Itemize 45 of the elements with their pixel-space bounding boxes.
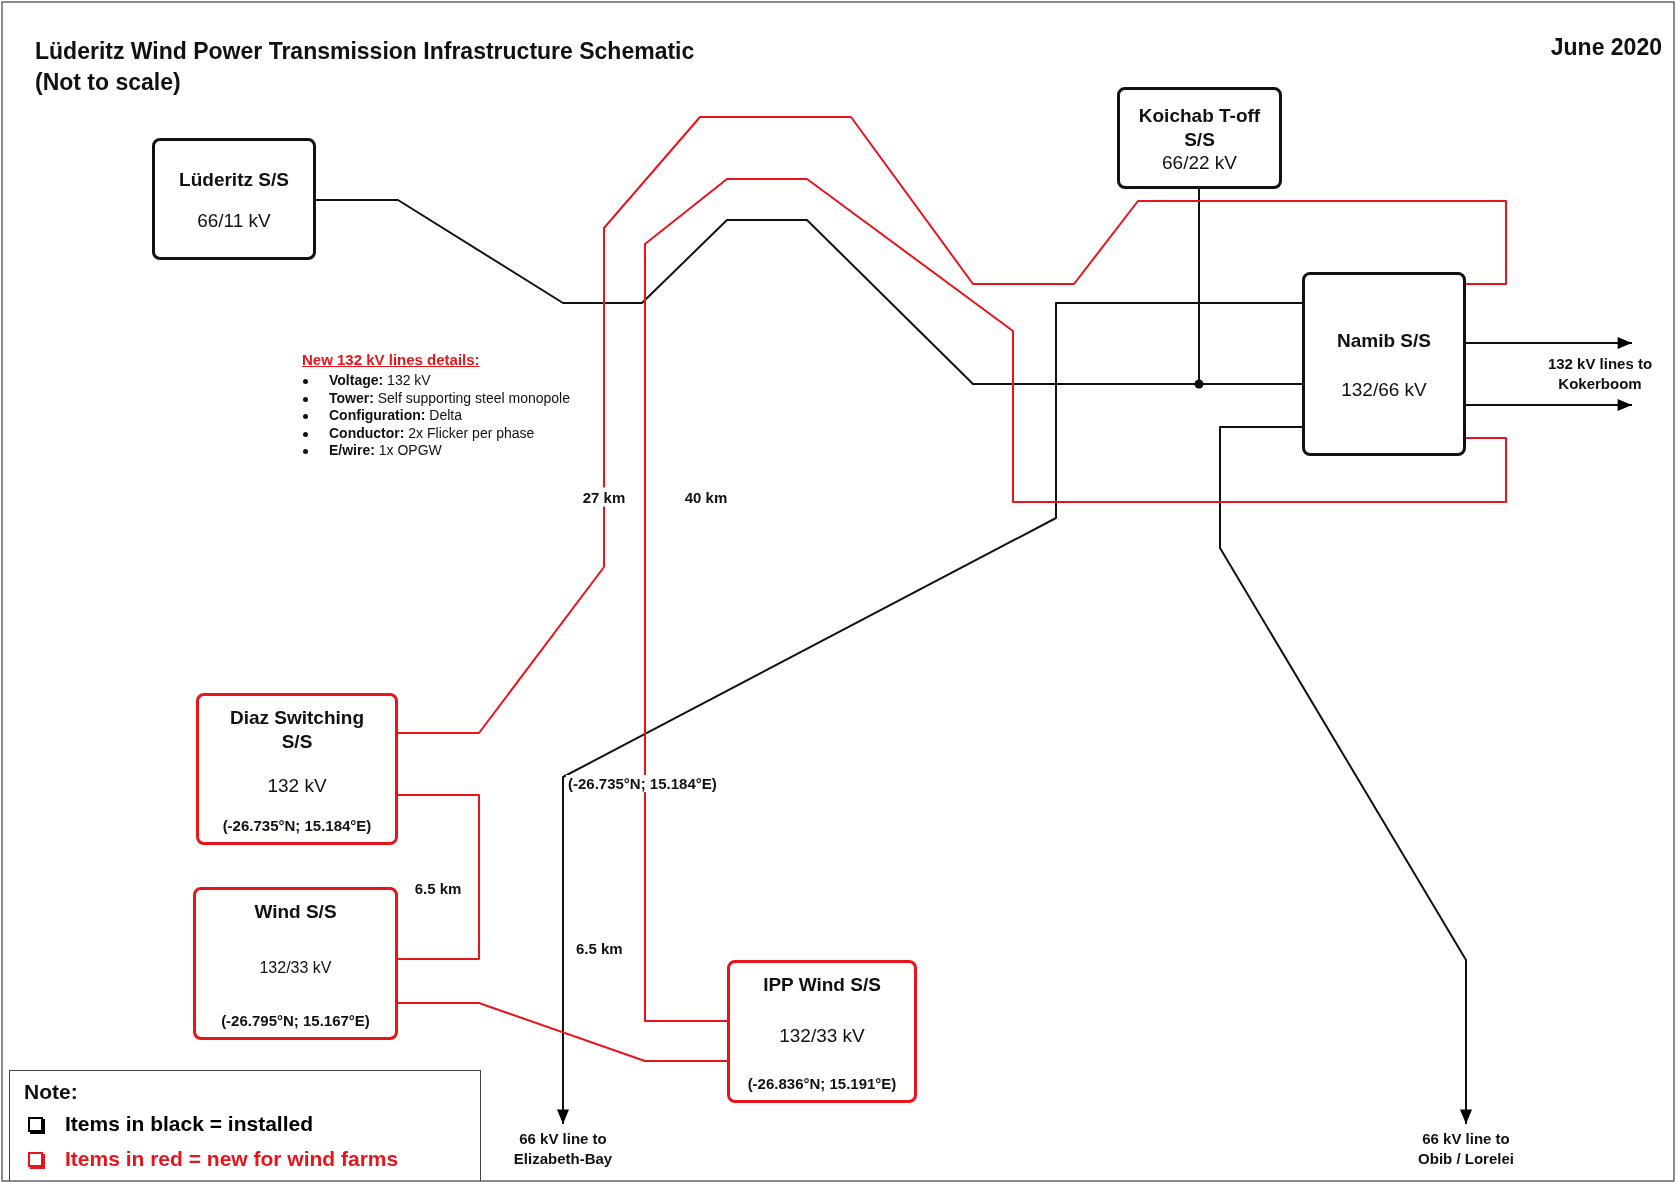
power-line	[397, 116, 1507, 734]
notes-heading: New 132 kV lines details:	[302, 351, 480, 368]
destination-label: 132 kV lines to Kokerboom	[1530, 343, 1670, 405]
bullet-item: Conductor: 2x Flicker per phase	[329, 424, 535, 442]
power-line-arrow	[1219, 426, 1472, 1125]
power-line-arrow	[557, 302, 1303, 1125]
coordinates: (-26.735°N; 15.184°E)	[222, 817, 372, 834]
voltage-rating: 132/66 kV	[1341, 379, 1427, 401]
substation-name: Diaz Switching S/S	[228, 706, 366, 754]
voltage-rating: 132/33 kV	[779, 1025, 865, 1047]
substation-box	[152, 138, 316, 260]
power-line-arrow	[1465, 337, 1633, 349]
bullet-item: E/wire: 1x OPGW	[329, 442, 442, 459]
voltage-rating: 132/33 kV	[259, 959, 332, 977]
coordinates: (-26.735°N; 15.184°E)	[566, 775, 719, 792]
substation-name: Namib S/S	[1337, 329, 1431, 353]
power-line-arrow	[1465, 399, 1633, 411]
legend-text: Items in red = new for wind farms	[65, 1147, 399, 1171]
voltage-rating: 132 kV	[267, 774, 327, 797]
destination-label: 66 kV line to Elizabeth-Bay	[493, 1124, 633, 1174]
substation-name: IPP Wind S/S	[763, 973, 881, 997]
legend-text: Items in black = installed	[65, 1112, 313, 1136]
coordinates: (-26.836°N; 15.191°E)	[747, 1075, 897, 1092]
substation-name: Koichab T-off S/S	[1137, 104, 1262, 152]
title: Lüderitz Wind Power Transmission Infrastructure Schematic (Not to scale)	[35, 37, 696, 97]
substation-box	[1117, 87, 1282, 189]
substation-box	[193, 887, 398, 1040]
destination-label: 66 kV line to Obib / Lorelei	[1406, 1124, 1526, 1174]
bullet-item: Voltage: 132 kV	[329, 372, 431, 389]
power-line	[397, 1002, 728, 1062]
substation-box	[196, 693, 398, 845]
note-heading: Note:	[24, 1080, 78, 1104]
substation-name: Lüderitz S/S	[179, 168, 289, 193]
substation-box	[727, 960, 917, 1103]
substation-box	[1302, 272, 1466, 456]
coordinates: (-26.795°N; 15.167°E)	[221, 1012, 370, 1029]
distance-label: 6.5 km	[576, 940, 623, 957]
date-label: June 2020	[1550, 34, 1662, 61]
voltage-rating: 66/11 kV	[197, 209, 271, 232]
voltage-rating: 66/22 kV	[1162, 152, 1237, 174]
bullet-item: Tower: Self supporting steel monopole	[329, 389, 570, 407]
substation-name: Wind S/S	[254, 900, 337, 924]
bullet-item: Configuration: Delta	[329, 407, 462, 424]
power-line	[644, 178, 1507, 1022]
power-line	[397, 794, 480, 960]
